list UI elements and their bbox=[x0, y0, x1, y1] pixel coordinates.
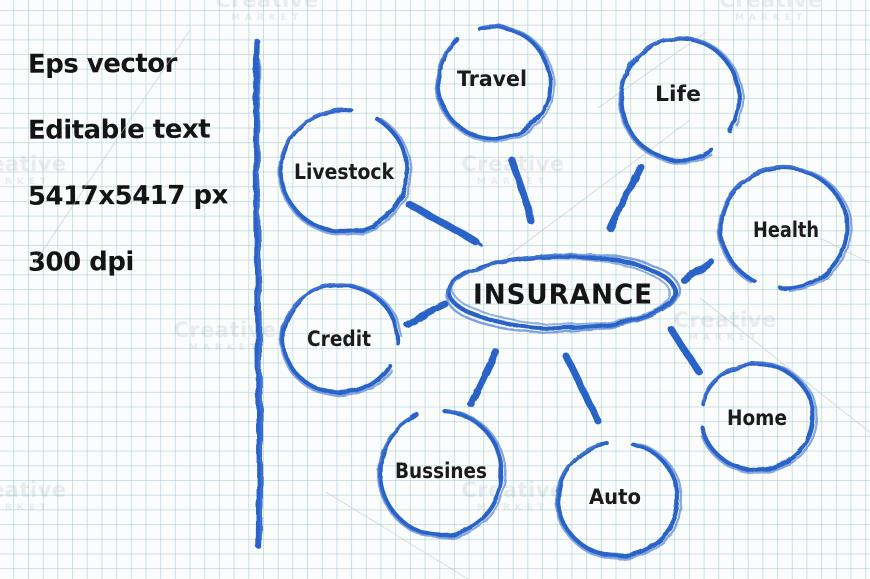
node-home bbox=[697, 361, 819, 475]
credit-label: Credit bbox=[307, 327, 371, 351]
node-credit bbox=[279, 282, 403, 398]
credit-circle bbox=[279, 282, 403, 398]
center-ellipse bbox=[445, 252, 681, 334]
node-livestock bbox=[277, 107, 413, 237]
crease-line bbox=[499, 119, 691, 263]
connector-health bbox=[680, 258, 715, 284]
node-auto bbox=[554, 439, 684, 561]
bussines-circle bbox=[376, 408, 508, 540]
center-label: INSURANCE bbox=[473, 278, 653, 311]
travel-circle bbox=[434, 24, 556, 144]
bussines-label: Bussines bbox=[395, 459, 487, 483]
auto-label: Auto bbox=[589, 485, 641, 509]
travel-label: Travel bbox=[457, 67, 527, 91]
node-bussines bbox=[376, 408, 508, 540]
auto-circle bbox=[554, 439, 684, 561]
node-health bbox=[717, 165, 853, 293]
connector-credit bbox=[403, 300, 449, 328]
divider-stroke bbox=[257, 58, 263, 540]
node-travel bbox=[434, 24, 556, 144]
connector-auto bbox=[563, 353, 602, 425]
life-circle bbox=[617, 35, 745, 165]
livestock-label: Livestock bbox=[294, 160, 395, 184]
crease-line bbox=[33, 29, 191, 265]
connectors bbox=[403, 156, 715, 425]
home-label: Home bbox=[727, 406, 787, 430]
home-circle bbox=[697, 361, 819, 475]
life-label: Life bbox=[655, 82, 701, 106]
center-ellipse-stroke bbox=[451, 256, 671, 326]
connector-travel bbox=[508, 156, 535, 225]
center-ellipse-stroke bbox=[445, 252, 681, 334]
crease-line bbox=[325, 491, 469, 579]
connector-life bbox=[606, 163, 645, 232]
connector-bussines bbox=[467, 348, 500, 408]
livestock-circle bbox=[277, 107, 413, 237]
divider-line bbox=[252, 38, 263, 550]
crease-line bbox=[699, 297, 870, 434]
node-circles bbox=[277, 24, 853, 561]
node-life bbox=[617, 35, 745, 165]
divider-stroke bbox=[252, 38, 263, 550]
paper-creases bbox=[33, 29, 870, 579]
health-label: Health bbox=[753, 218, 819, 242]
crease-line bbox=[597, 31, 707, 109]
auto-circle bbox=[555, 439, 681, 559]
health-circle bbox=[717, 165, 853, 293]
connector-home bbox=[667, 325, 703, 376]
connector-livestock bbox=[405, 200, 480, 246]
labels: INSURANCE Travel Life Livestock Health C… bbox=[294, 67, 819, 509]
connector-livestock-arrowhead bbox=[457, 228, 483, 247]
bussines-circle bbox=[377, 408, 505, 538]
